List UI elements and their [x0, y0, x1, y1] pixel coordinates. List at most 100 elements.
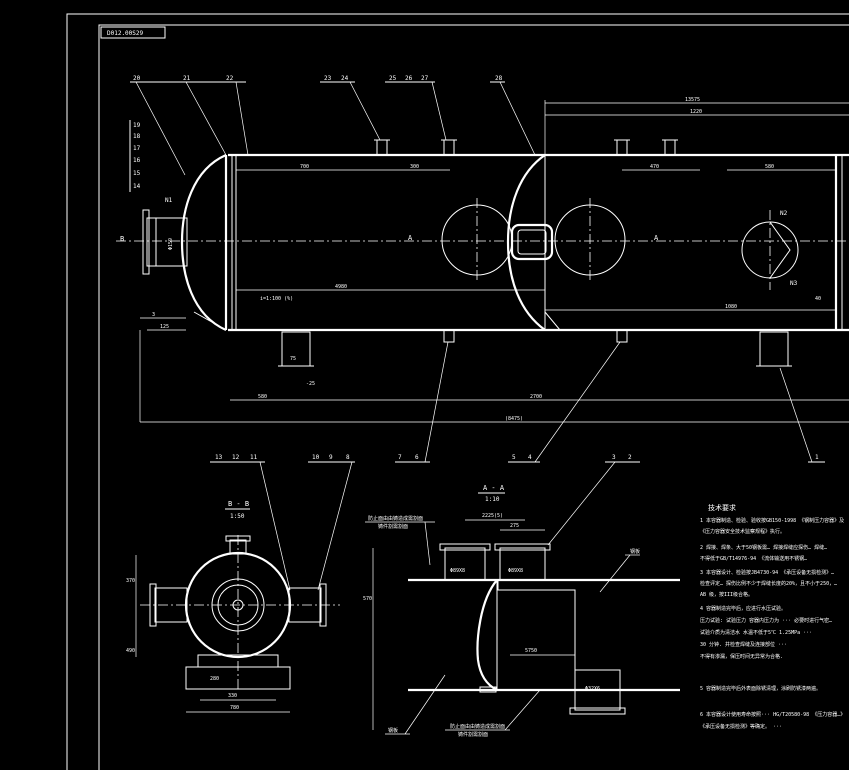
- svg-text:2: 2: [628, 454, 632, 461]
- svg-text:5750: 5750: [525, 648, 537, 654]
- svg-text:A: A: [654, 234, 659, 242]
- svg-text:23: 23: [324, 75, 332, 82]
- svg-text:22: 22: [226, 75, 234, 82]
- svg-text:1:10: 1:10: [485, 496, 500, 503]
- svg-text:A - A: A - A: [483, 484, 505, 492]
- svg-text:370: 370: [126, 578, 135, 584]
- section-a-a: A - A 1:10 3 2 Φ89X8 Φ89X8 Φ32X6 2225(5)…: [363, 454, 680, 738]
- svg-text:8: 8: [346, 454, 350, 461]
- svg-text:27: 27: [421, 75, 429, 82]
- svg-text:1220: 1220: [690, 109, 702, 115]
- outer-frame: [66, 13, 849, 770]
- svg-text:470: 470: [650, 164, 659, 170]
- svg-text:1: 1: [815, 454, 819, 461]
- svg-text:13: 13: [215, 454, 223, 461]
- svg-text:21: 21: [183, 75, 191, 82]
- svg-text:2 焊接、焊条、大于50钢板需… 焊接焊缝应探伤… 焊: 2 焊接、焊条、大于50钢板需… 焊接焊缝应探伤… 焊缝…: [700, 544, 827, 551]
- svg-text:580: 580: [258, 394, 267, 400]
- svg-text:10: 10: [312, 454, 320, 461]
- svg-text:330: 330: [228, 693, 237, 699]
- svg-text:N3: N3: [790, 280, 798, 287]
- svg-text:AB 级，按III级合格。: AB 级，按III级合格。: [700, 591, 753, 598]
- svg-text:《承压设备无损检测》等确定。 ···: 《承压设备无损检测》等确定。 ···: [700, 723, 782, 730]
- svg-text:Φ32X6: Φ32X6: [585, 686, 600, 692]
- svg-text:125: 125: [160, 324, 169, 330]
- svg-text:B: B: [120, 235, 124, 243]
- svg-text:13575: 13575: [685, 97, 700, 103]
- drawing-number-box: [100, 26, 166, 39]
- svg-text:15: 15: [133, 170, 141, 177]
- svg-text:i=1:100 (%): i=1:100 (%): [260, 296, 293, 302]
- svg-text:4: 4: [528, 454, 532, 461]
- svg-text:19: 19: [133, 122, 141, 129]
- main-vessel-view: Φ159: [116, 139, 849, 367]
- main-dimensions: 700 300 580 470 4980 i=1:100 (%) 1080 40…: [120, 97, 849, 423]
- svg-text:(8475): (8475): [505, 416, 523, 422]
- svg-text:17: 17: [133, 145, 141, 152]
- svg-text:26: 26: [405, 75, 413, 82]
- svg-text:不得有渗漏，保压时间无异常为合格.: 不得有渗漏，保压时间无异常为合格.: [700, 653, 783, 660]
- svg-text:275: 275: [510, 523, 519, 529]
- svg-text:40: 40: [815, 296, 821, 302]
- svg-text:1:50: 1:50: [230, 513, 245, 520]
- svg-text:700: 700: [300, 164, 309, 170]
- svg-text:Φ89X8: Φ89X8: [508, 568, 523, 574]
- svg-text:4980: 4980: [335, 284, 347, 290]
- svg-text:3 本容器设计、检验按JB4730-94 《承压设备无损检: 3 本容器设计、检验按JB4730-94 《承压设备无损检测》…: [700, 569, 834, 576]
- svg-text:钢板: 钢板: [630, 548, 640, 555]
- svg-text:280: 280: [210, 676, 219, 682]
- svg-text:28: 28: [495, 75, 503, 82]
- svg-text:7: 7: [398, 454, 402, 461]
- callouts-bottom: 7 6 5 4 1: [395, 341, 825, 463]
- svg-text:4 容器制造完毕后，应进行水压试验。: 4 容器制造完毕后，应进行水压试验。: [700, 605, 786, 612]
- svg-text:试验介质为清洁水 水温不低于5℃ 1.25MPa ···: 试验介质为清洁水 水温不低于5℃ 1.25MPa ···: [700, 629, 812, 636]
- svg-text:6 本容器设计使用寿命按照··· HG/T20580-98: 6 本容器设计使用寿命按照··· HG/T20580-98 《压力容器…》: [700, 711, 845, 718]
- svg-text:580: 580: [765, 164, 774, 170]
- svg-text:30 分钟. 并检查焊缝及连接部位 ···: 30 分钟. 并检查焊缝及连接部位 ···: [700, 641, 787, 648]
- callouts-top: 20 21 22 23 24 25 26 27 28: [130, 75, 536, 176]
- svg-text:6: 6: [415, 454, 419, 461]
- svg-text:压力试验: 试验压力 容器内压力为 ··· 必要时进行气密…: 压力试验: 试验压力 容器内压力为 ··· 必要时进行气密…: [700, 617, 832, 624]
- svg-text:780: 780: [230, 705, 239, 711]
- svg-text:24: 24: [341, 75, 349, 82]
- svg-text:5 容器制造完毕后外表面除锈清理，涂刷防锈漆两遍。: 5 容器制造完毕后外表面除锈清理，涂刷防锈漆两遍。: [700, 685, 821, 692]
- svg-text:2225(5): 2225(5): [482, 513, 503, 519]
- svg-text:75: 75: [290, 356, 296, 362]
- svg-text:3: 3: [152, 312, 155, 318]
- svg-text:铸件割需割面: 铸件割需割面: [378, 523, 408, 530]
- svg-text:检查评定… 探伤比例不少于焊缝长度的20%，且不小于250: 检查评定… 探伤比例不少于焊缝长度的20%，且不小于250，…: [700, 580, 837, 587]
- svg-text:防止面由由铸造成需割面: 防止面由由铸造成需割面: [368, 515, 423, 522]
- svg-text:1080: 1080: [725, 304, 737, 310]
- svg-text:16: 16: [133, 157, 141, 164]
- svg-text:N2: N2: [780, 210, 788, 217]
- svg-text:14: 14: [133, 183, 141, 190]
- svg-text:490: 490: [126, 648, 135, 654]
- svg-text:铸件割需割面: 铸件割需割面: [458, 731, 488, 738]
- svg-text:防止面由由铸造成需割面: 防止面由由铸造成需割面: [450, 723, 505, 730]
- callouts-left: 19 18 17 16 15 14: [129, 120, 141, 192]
- svg-text:钢板: 钢板: [388, 727, 398, 734]
- svg-text:18: 18: [133, 133, 141, 140]
- inner-frame: [98, 24, 849, 770]
- svg-text:Φ89X8: Φ89X8: [450, 568, 465, 574]
- svg-text:1 本容器制造、检验、验收按GB150-1998 《钢制压: 1 本容器制造、检验、验收按GB150-1998 《钢制压力容器》及: [700, 517, 844, 524]
- view-b-b: B - B 1:50 13 12 11 10 9 8 370 490 330 7…: [126, 454, 355, 713]
- svg-text:3: 3: [612, 454, 616, 461]
- svg-text:300: 300: [410, 164, 419, 170]
- svg-text:20: 20: [133, 75, 141, 82]
- svg-text:B - B: B - B: [228, 500, 249, 508]
- svg-text:技术要求: 技术要求: [708, 503, 736, 512]
- drawing-number: D012.00S29: [107, 30, 144, 37]
- svg-text:-25: -25: [306, 381, 315, 387]
- svg-text:《压力容器安全技术监察规程》执行。: 《压力容器安全技术监察规程》执行。: [700, 528, 785, 535]
- svg-text:2700: 2700: [530, 394, 542, 400]
- svg-text:9: 9: [329, 454, 333, 461]
- svg-text:5: 5: [512, 454, 516, 461]
- svg-text:570: 570: [363, 596, 372, 602]
- svg-text:A: A: [408, 234, 413, 242]
- svg-text:不得低于GB/T14976-94 《流体输送用不锈钢…: 不得低于GB/T14976-94 《流体输送用不锈钢…: [700, 555, 807, 562]
- svg-text:12: 12: [232, 454, 240, 461]
- tech-requirements: 技术要求 1 本容器制造、检验、验收按GB150-1998 《钢制压力容器》及 …: [700, 503, 845, 730]
- svg-text:11: 11: [250, 454, 258, 461]
